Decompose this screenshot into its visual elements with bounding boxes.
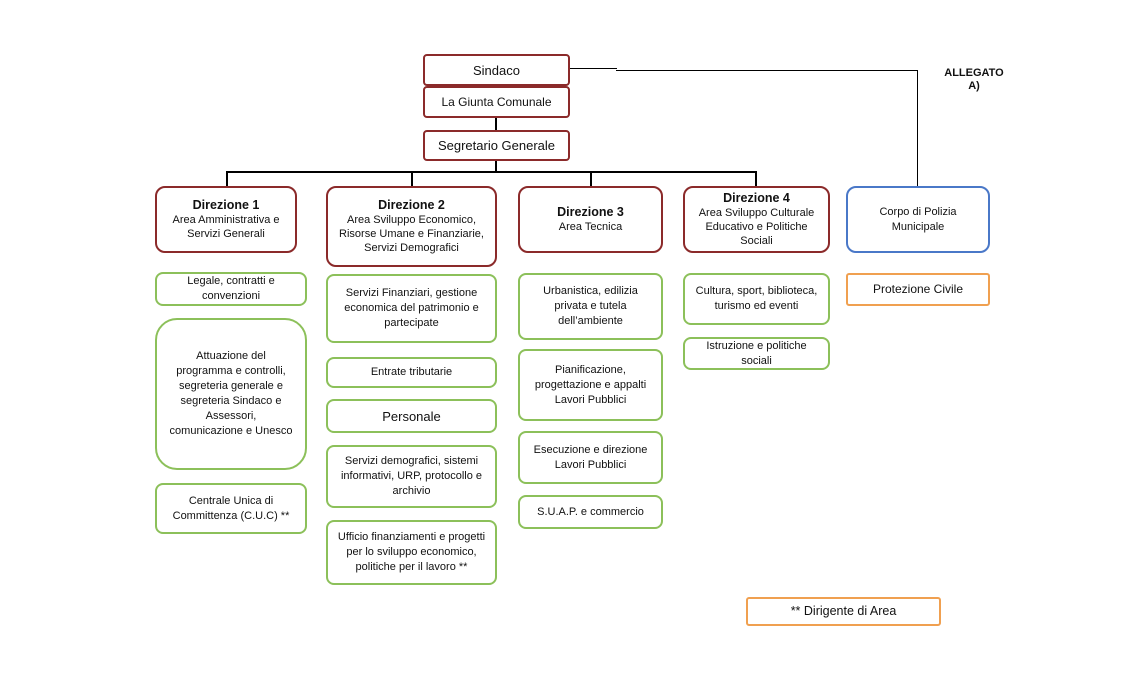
sindaco-label: Sindaco [473, 62, 520, 78]
protezione-civile-box: Protezione Civile [846, 273, 990, 306]
legend-label: ** Dirigente di Area [790, 604, 897, 618]
direzione-4-subtitle: Area Sviluppo Culturale Educativo e Poli… [698, 207, 815, 247]
direzione-1-box: Direzione 1 Area Amministrativa e Serviz… [155, 186, 297, 253]
giunta-box: La Giunta Comunale [423, 86, 570, 118]
connector-line [495, 115, 497, 131]
servizio-label: Urbanistica, edilizia privata e tutela d… [543, 285, 638, 327]
servizio-box: Urbanistica, edilizia privata e tutela d… [518, 273, 663, 340]
servizio-box: Servizi demografici, sistemi informativi… [326, 445, 497, 508]
direzione-3-title: Direzione 3 [557, 205, 624, 219]
polizia-municipale-label: Corpo di Polizia Municipale [879, 205, 957, 233]
connector-line [755, 171, 757, 187]
servizio-box: Servizi Finanziari, gestione economica d… [326, 274, 497, 343]
direzione-2-subtitle: Area Sviluppo Economico, Risorse Umane e… [339, 214, 484, 254]
connector-line [590, 171, 592, 187]
connector-line [495, 160, 497, 172]
connector-line [917, 70, 918, 187]
connector-line [411, 171, 413, 187]
allegato-label: ALLEGATO A) [944, 67, 1004, 92]
servizio-label: Cultura, sport, biblioteca, turismo ed e… [695, 285, 818, 312]
connector-line [616, 70, 918, 71]
servizio-box: Ufficio finanziamenti e progetti per lo … [326, 520, 497, 585]
direzione-4-box: Direzione 4 Area Sviluppo Culturale Educ… [683, 186, 830, 253]
servizio-box: Centrale Unica di Committenza (C.U.C) ** [155, 483, 307, 534]
servizio-box: Personale [326, 399, 497, 433]
sindaco-box: Sindaco [423, 54, 570, 86]
direzione-1-subtitle: Area Amministrativa e Servizi Generali [172, 214, 280, 240]
servizio-label: Entrate tributarie [370, 366, 453, 378]
servizio-label: Pianificazione, progettazione e appalti … [534, 363, 647, 406]
connector-line [226, 171, 757, 173]
servizio-label: Servizi demografici, sistemi informativi… [340, 455, 483, 497]
polizia-municipale-box: Corpo di Polizia Municipale [846, 186, 990, 253]
servizio-box: S.U.A.P. e commercio [518, 495, 663, 529]
servizio-box: Entrate tributarie [326, 357, 497, 388]
servizio-label: Centrale Unica di Committenza (C.U.C) ** [172, 494, 290, 522]
servizio-label: Legale, contratti e convenzioni [187, 275, 275, 302]
servizio-label: Esecuzione e direzione Lavori Pubblici [533, 443, 648, 471]
connector-line [569, 68, 617, 69]
servizio-label: Attuazione del programma e controlli, se… [169, 350, 293, 437]
direzione-3-box: Direzione 3 Area Tecnica [518, 186, 663, 253]
connector-line [226, 171, 228, 187]
servizio-box: Attuazione del programma e controlli, se… [155, 318, 307, 470]
direzione-3-subtitle: Area Tecnica [558, 221, 623, 233]
servizio-label: Istruzione e politiche sociali [706, 339, 807, 367]
giunta-label: La Giunta Comunale [441, 95, 552, 109]
servizio-label: S.U.A.P. e commercio [537, 505, 644, 518]
direzione-4-title: Direzione 4 [723, 191, 790, 205]
servizio-label: Ufficio finanziamenti e progetti per lo … [337, 531, 486, 573]
direzione-2-box: Direzione 2 Area Sviluppo Economico, Ris… [326, 186, 497, 267]
servizio-box: Cultura, sport, biblioteca, turismo ed e… [683, 273, 830, 325]
servizio-box: Esecuzione e direzione Lavori Pubblici [518, 431, 663, 484]
direzione-2-title: Direzione 2 [378, 198, 445, 212]
protezione-civile-label: Protezione Civile [872, 282, 964, 296]
segretario-label: Segretario Generale [437, 138, 556, 153]
legend-box: ** Dirigente di Area [746, 597, 941, 626]
direzione-1-title: Direzione 1 [192, 198, 260, 212]
servizio-box: Pianificazione, progettazione e appalti … [518, 349, 663, 421]
servizio-label: Personale [382, 408, 441, 424]
segretario-box: Segretario Generale [423, 130, 570, 161]
servizio-box: Istruzione e politiche sociali [683, 337, 830, 370]
servizio-box: Legale, contratti e convenzioni [155, 272, 307, 306]
servizio-label: Servizi Finanziari, gestione economica d… [344, 287, 479, 329]
